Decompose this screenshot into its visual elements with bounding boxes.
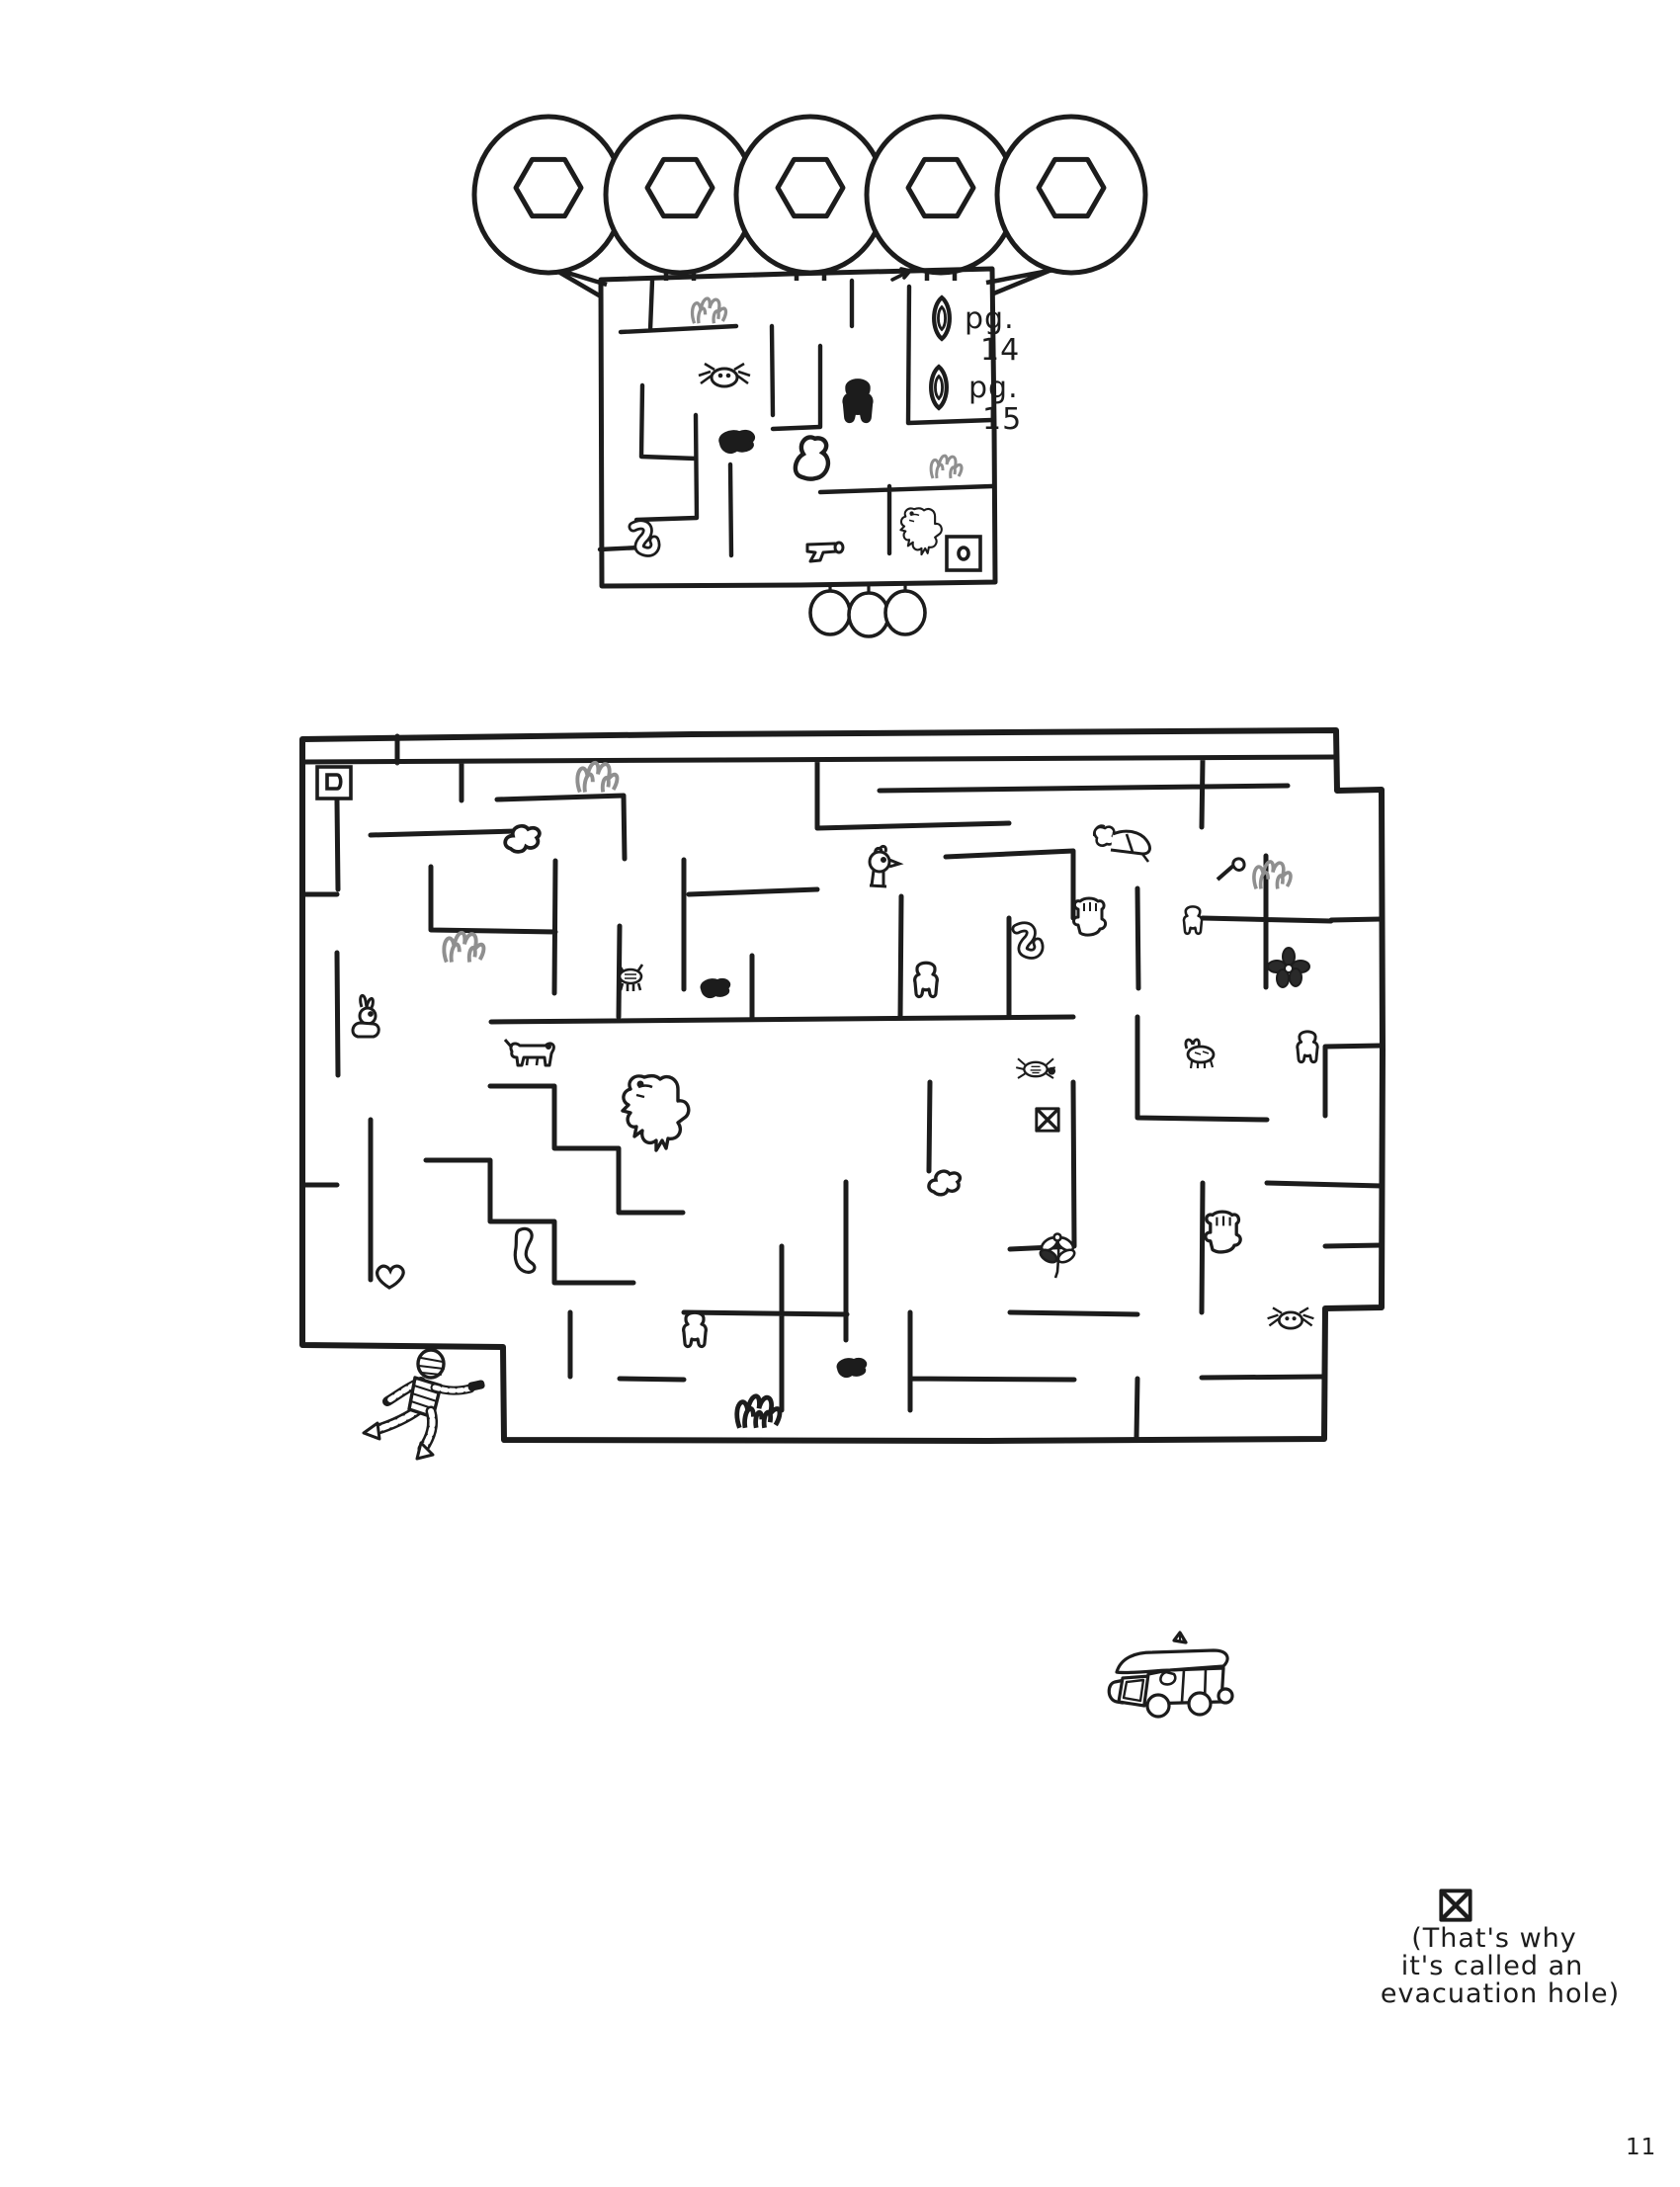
large-maze [299, 727, 1386, 1444]
evacuation-hole-box [1035, 1107, 1060, 1133]
t-rex-doodle [899, 507, 943, 556]
legend: pg. 14 pg. 15 [965, 301, 1022, 437]
running-prisoner [362, 1348, 485, 1461]
bolt-head-icon [603, 114, 757, 281]
grass-scribble [575, 761, 620, 794]
spider-doodle [1267, 1306, 1314, 1330]
footer-note: (That's why it's called an evacuation ho… [1381, 1923, 1620, 2009]
pipe-doodle [1216, 857, 1246, 882]
exit-box [945, 535, 982, 572]
mitten-doodle [1072, 896, 1108, 937]
footer-note-line: (That's why [1411, 1923, 1577, 1954]
dinosaur-doodle [621, 1073, 691, 1152]
footer-note-line: it's called an [1401, 1951, 1584, 1981]
bolt-head-icon [985, 114, 1148, 297]
worm-doodle [1011, 921, 1045, 960]
critter-doodle [1184, 1038, 1216, 1069]
legend-hole-icon [929, 364, 949, 411]
grass-scribble [1252, 860, 1293, 890]
page-number: 11 [1626, 2135, 1656, 2160]
bolt-head-icon [733, 114, 887, 281]
rabbit-doodle [351, 993, 380, 1039]
bird-doodle [868, 844, 904, 888]
blob-figure-doodle [793, 435, 831, 481]
bug-doodle [617, 964, 644, 991]
grass-scribble [442, 931, 486, 964]
legend-label-prefix: pg. [968, 371, 1019, 405]
grass-scribble [690, 296, 728, 324]
foot-circle [847, 585, 890, 638]
large-maze-border [299, 727, 1386, 1444]
evacuation-hole-icon [1439, 1889, 1472, 1922]
flower-doodle [1267, 947, 1310, 988]
ink-scribble-blob [718, 430, 756, 455]
ghost-figure [913, 961, 939, 999]
arrow-mark [890, 267, 912, 282]
bolt-head-icon [864, 114, 1018, 281]
foot-circle [808, 583, 852, 636]
legend-label-number: 14 [980, 333, 1020, 368]
foot-circle [883, 583, 927, 636]
mini-maze-border [598, 266, 998, 589]
dog-doodle [503, 1039, 555, 1067]
pistol-doodle [805, 541, 845, 563]
ink-blob [836, 1358, 868, 1379]
ink-blob [700, 978, 731, 999]
bolt-head-icon [471, 114, 626, 298]
lying-figure-doodle [1092, 824, 1151, 863]
footer-note-line: evacuation hole) [1381, 1978, 1620, 2009]
rock-blob-doodle [503, 823, 542, 854]
glove-doodle [1204, 1210, 1242, 1254]
ghost-figure [1296, 1030, 1319, 1064]
legend-label-number: 15 [982, 402, 1022, 437]
large-maze-walls-upper [299, 733, 1385, 1078]
dark-figure-doodle [842, 379, 874, 424]
doodles [315, 267, 1472, 1922]
spider-doodle [698, 362, 751, 388]
mini-maze-walls [597, 278, 995, 558]
truck-doodle [1107, 1631, 1234, 1719]
mini-maze [597, 266, 998, 589]
slug-doodle [513, 1226, 537, 1274]
large-maze-walls-left [299, 1083, 686, 1286]
ghost-figure [682, 1310, 708, 1349]
large-maze-walls-lower [567, 1014, 1385, 1441]
ghost-figure [1182, 905, 1204, 936]
bolt-heads [471, 114, 1148, 298]
heart-doodle [376, 1264, 405, 1290]
legend-label-prefix: pg. [965, 301, 1015, 336]
dragonfly-doodle [1039, 1232, 1076, 1279]
worm-doodle [628, 519, 661, 557]
cloud-doodle [927, 1169, 963, 1197]
legend-hole-icon [932, 294, 952, 342]
grass-scribble-dark [734, 1393, 783, 1429]
start-box [315, 765, 353, 800]
grass-scribble [929, 454, 964, 479]
crab-doodle [1015, 1057, 1056, 1079]
